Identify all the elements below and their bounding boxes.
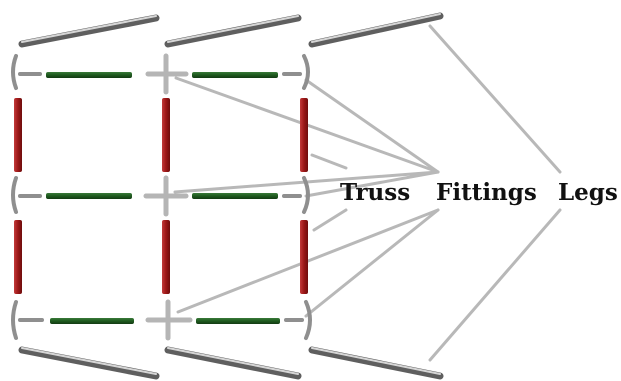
truss-horizontal-r3-a xyxy=(50,318,134,324)
label-truss: Truss xyxy=(340,179,410,206)
fitting-left-middle xyxy=(11,176,42,214)
fitting-left-top xyxy=(11,54,42,90)
leg-top-middle xyxy=(164,14,302,48)
truss-horizontal-r1-b xyxy=(192,72,278,78)
leader-truss-1 xyxy=(310,153,348,170)
truss-vertical-c2-r1 xyxy=(162,98,170,172)
label-legs: Legs xyxy=(558,179,618,206)
truss-vertical-c2-r2 xyxy=(162,220,170,294)
truss-vertical xyxy=(14,98,308,294)
leg-bottom-middle xyxy=(164,346,302,380)
leg-top-left xyxy=(18,14,160,48)
fitting-middle-top xyxy=(145,53,189,95)
leg-bottom-left xyxy=(18,346,160,380)
labels: Truss Fittings Legs xyxy=(340,179,618,206)
label-fittings: Fittings xyxy=(436,179,537,206)
truss-horizontal-r2-a xyxy=(46,193,132,199)
fitting-right-middle xyxy=(282,176,310,214)
leg-top-right xyxy=(308,12,444,48)
leader-fittings-4 xyxy=(304,170,440,198)
fitting-middle-bottom xyxy=(145,299,193,341)
fitting-left-bottom xyxy=(11,300,44,340)
truss-vertical-c3-r1 xyxy=(300,98,308,172)
leg-bottom-right xyxy=(308,346,444,380)
truss-horizontal-r3-b xyxy=(196,318,280,324)
truss-horizontal-r2-b xyxy=(192,193,278,199)
legs xyxy=(18,12,444,380)
truss-vertical-c3-r2 xyxy=(300,220,308,294)
fitting-right-top xyxy=(282,54,310,90)
truss-vertical-c1-r1 xyxy=(14,98,22,172)
fittings xyxy=(11,53,312,341)
fitting-right-bottom xyxy=(284,300,312,340)
leader-fittings-6 xyxy=(304,208,440,318)
truss-horizontal-r1-a xyxy=(46,72,132,78)
truss-vertical-c1-r2 xyxy=(14,220,22,294)
leader-legs-1 xyxy=(428,24,562,174)
leader-legs-2 xyxy=(428,208,562,362)
leader-fittings-2 xyxy=(304,78,440,174)
truss-horizontal xyxy=(46,72,280,324)
fitting-middle-middle xyxy=(143,175,189,217)
leader-truss-2 xyxy=(312,208,348,232)
